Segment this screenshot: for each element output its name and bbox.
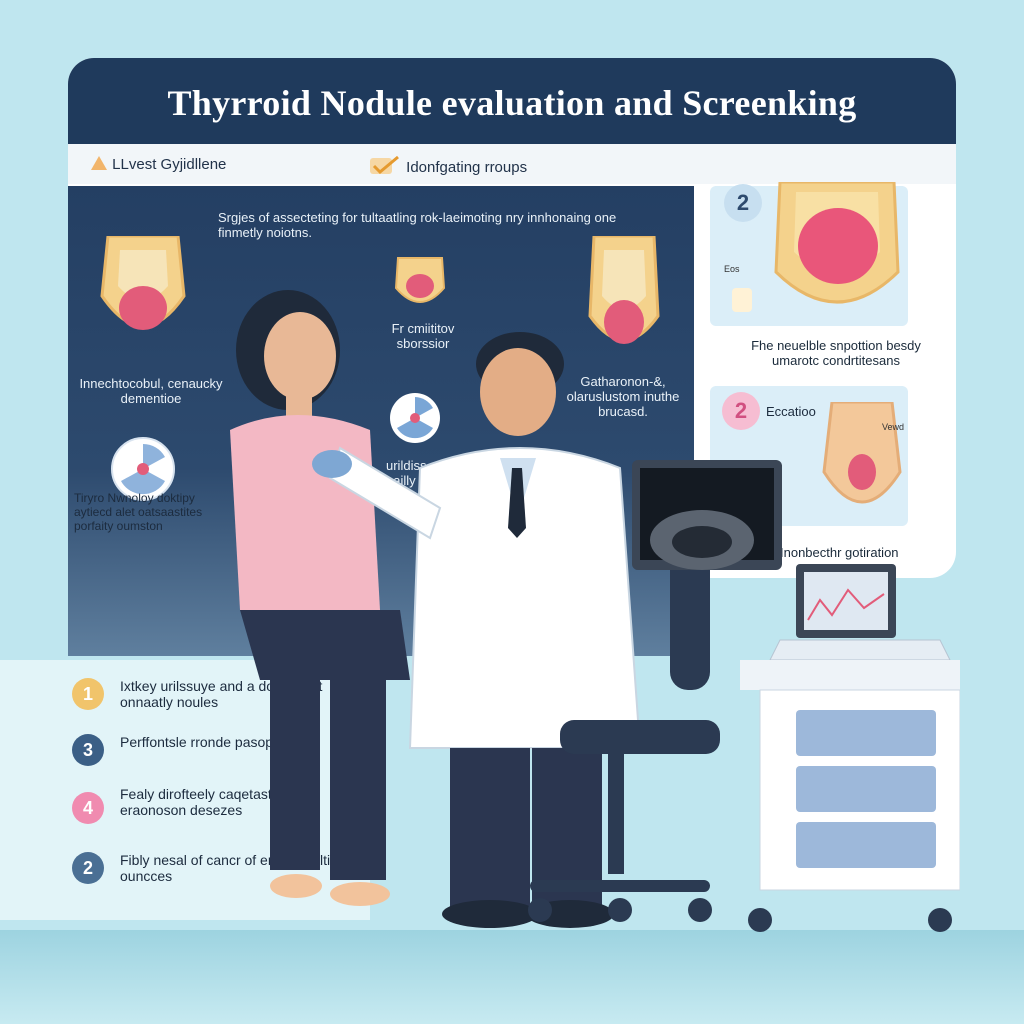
panel-mid-caption: Fr cmiititov sborssior (391, 321, 455, 351)
step-number: 3 (72, 734, 104, 766)
warning-triangle-icon (91, 156, 107, 170)
step-number: 4 (72, 792, 104, 824)
side-card-2-small-label: Vewd (882, 422, 905, 432)
tab-label: Idonfgating rroups (406, 159, 528, 176)
side-card-1-caption: Fhe neuelble snpottion besdy umarotc con… (751, 338, 921, 368)
radiation-icon (111, 437, 175, 501)
vial-icon (732, 288, 752, 312)
step-text: Perffontsle rronde pasopction, (120, 734, 307, 750)
step-number: 1 (72, 678, 104, 710)
side-card-2-caption: Inonbecthr gotiration (780, 545, 899, 560)
panel-left-lower-caption: Tiryro Nwnoloy doktipy aytiecd alet oats… (74, 491, 203, 533)
scan-target-icon (390, 393, 440, 443)
thyroid-lobe-illustration (822, 402, 902, 504)
side-card-badge: 2 (724, 184, 762, 222)
step-number: 2 (72, 852, 104, 884)
side-card-2: 2 Eccatioo Vewd (710, 386, 908, 526)
thyroid-illustration-small (394, 257, 446, 303)
tab-row: LLvest Gyjidllene Idonfgating rroups (68, 144, 956, 184)
header-bar: Thyrroid Nodule evaluation and Screenkin… (68, 58, 956, 144)
panel-top-caption: Srgjes of assecteting for tultaatling ro… (218, 210, 617, 240)
side-card-1: 2 Eos (710, 182, 908, 326)
tab-identifying-groups[interactable]: Idonfgating rroups (368, 155, 527, 177)
thyroid-closeup-illustration (774, 182, 900, 304)
thyroid-illustration-right (588, 236, 660, 344)
patient-figure (230, 290, 410, 906)
ultrasound-monitor (632, 460, 782, 570)
side-card-badge: 2 (722, 392, 760, 430)
tab-label: LLvest Gyjidllene (112, 156, 227, 173)
side-card-2-title: Eccatioo (766, 404, 816, 419)
step-text: Fealy dirofteely caqetastion or eraonoso… (120, 786, 307, 818)
medical-cart (740, 564, 960, 932)
side-card-small-label: Eos (724, 264, 740, 274)
office-chair (528, 550, 720, 922)
thyroid-illustration-left (100, 236, 186, 330)
panel-left-caption: Innechtocobul, cenaucky dementioe (79, 376, 223, 406)
tab-latest-guideline[interactable]: LLvest Gyjidllene (90, 155, 226, 173)
panel-right-caption: Gatharonon-&, olaruslustom inuthe brucas… (566, 374, 680, 419)
floor (0, 930, 1024, 1024)
checkmark-icon (370, 155, 399, 175)
page-title: Thyrroid Nodule evaluation and Screenkin… (167, 83, 857, 123)
